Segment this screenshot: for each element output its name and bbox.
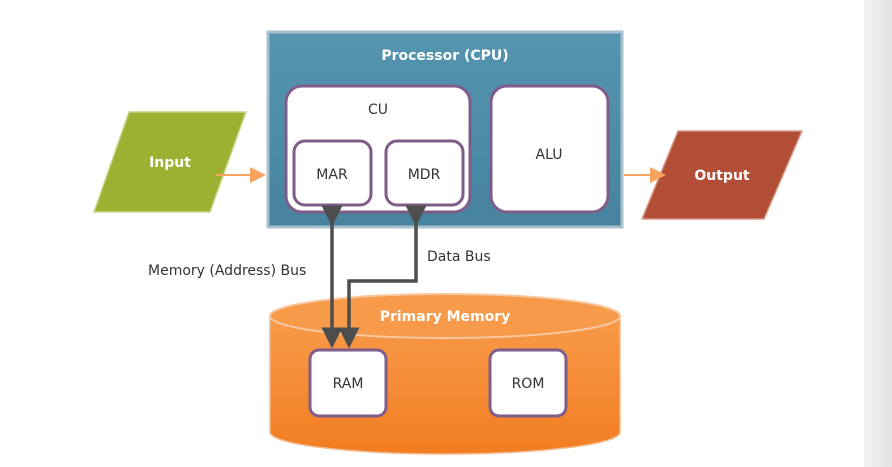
mar-label: MAR — [316, 167, 348, 183]
output-block: Output — [640, 130, 804, 220]
mdr-label: MDR — [408, 167, 441, 183]
input-parallelogram — [92, 111, 248, 213]
ram-label: RAM — [333, 376, 364, 392]
page-edge-shadow — [864, 0, 892, 467]
input-label: Input — [149, 155, 191, 171]
address-bus-label: Memory (Address) Bus — [148, 263, 306, 279]
primary-memory-block: Primary Memory RAM ROM — [269, 293, 621, 455]
ram-box — [308, 348, 388, 418]
input-block: Input — [92, 111, 248, 213]
alu-box — [489, 84, 610, 214]
output-label: Output — [694, 168, 750, 184]
processor-title: Processor (CPU) — [381, 48, 508, 64]
rom-box — [488, 348, 568, 418]
rom-label: ROM — [512, 376, 545, 392]
data-bus-connector — [338, 205, 427, 349]
output-parallelogram — [640, 130, 804, 220]
data-bus-label: Data Bus — [427, 249, 491, 265]
mar-box — [292, 139, 373, 207]
alu-block: ALU — [489, 84, 610, 214]
cu-block: CU MAR MDR — [284, 84, 472, 214]
mdr-box — [384, 139, 465, 207]
memory-title: Primary Memory — [380, 309, 511, 325]
cu-label: CU — [368, 102, 388, 118]
alu-label: ALU — [536, 147, 563, 163]
